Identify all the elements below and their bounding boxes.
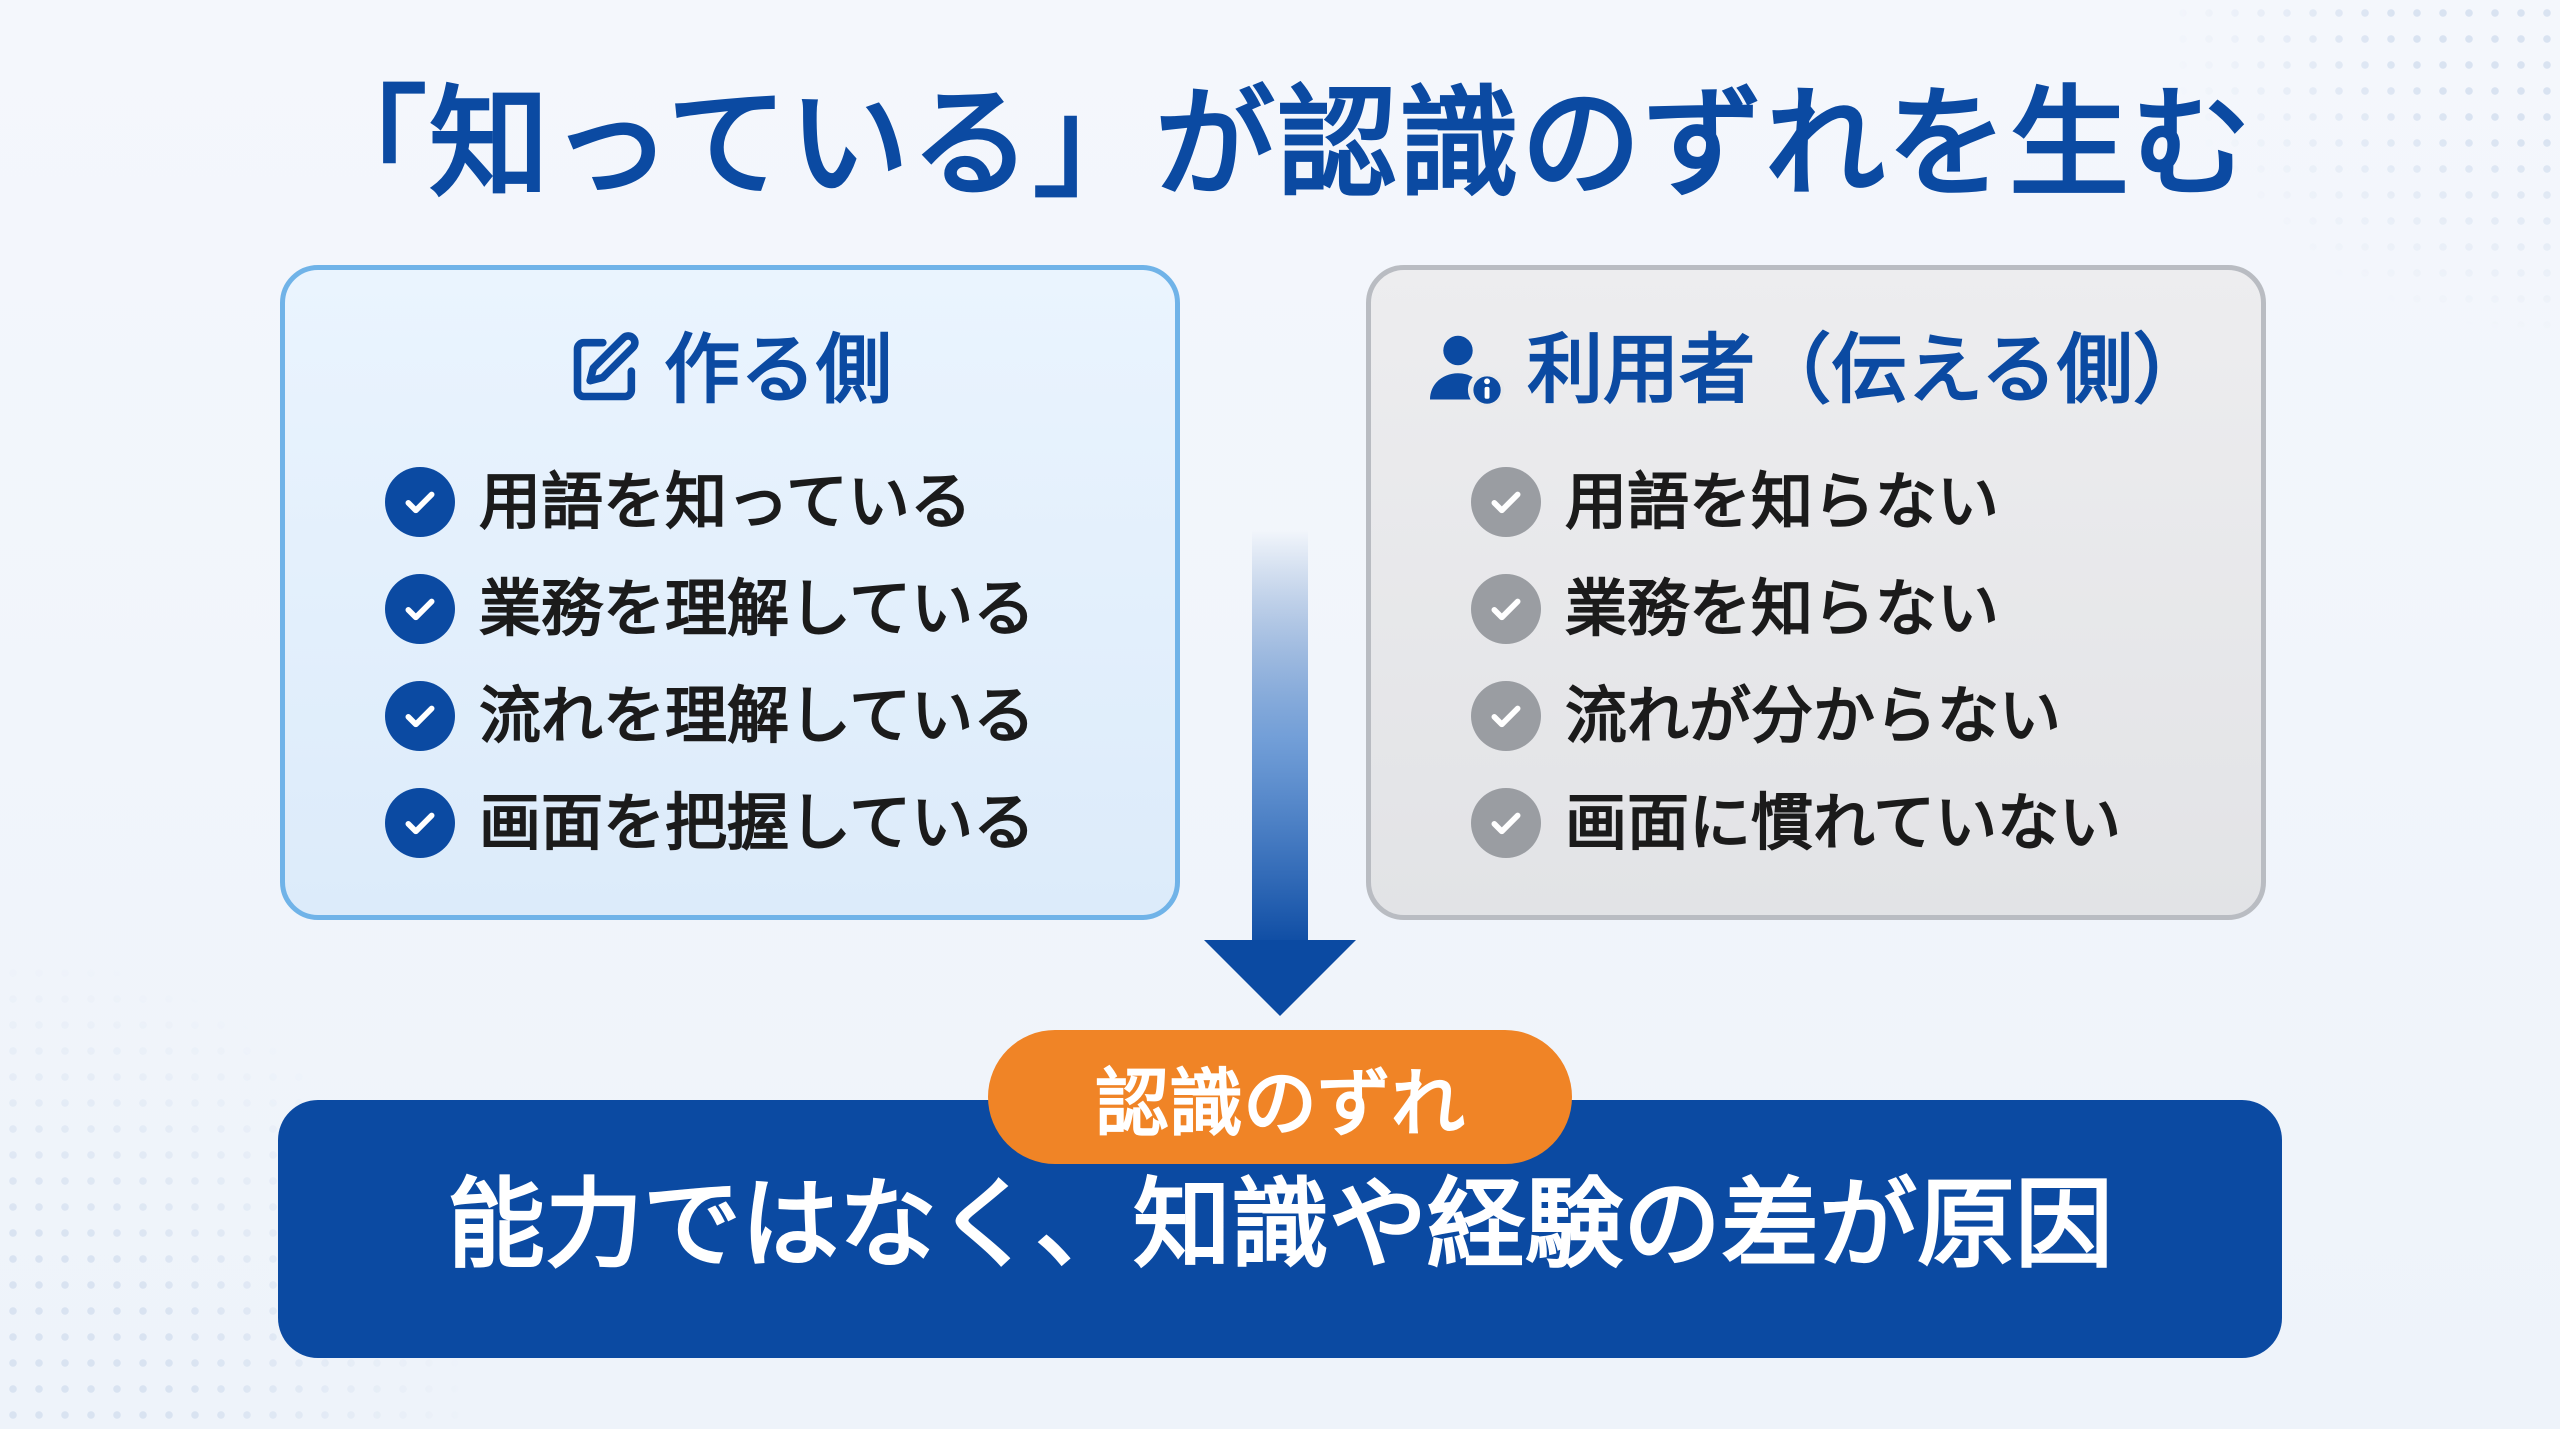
list-item-label: 業務を理解している: [479, 571, 1036, 645]
user-panel-title: 利用者（伝える側）: [1527, 325, 2209, 414]
user-info-icon: [1423, 326, 1507, 414]
user-item-list: 用語を知らない 業務を知らない 流れが分からない 画面に慣れていない: [1471, 448, 2121, 876]
list-item-label: 用語を知らない: [1565, 464, 2000, 538]
maker-panel-header: 作る側: [285, 320, 1175, 420]
check-icon: [1471, 466, 1541, 537]
list-item: 用語を知っている: [385, 448, 1035, 555]
list-item: 画面を把握している: [385, 769, 1035, 876]
maker-item-list: 用語を知っている 業務を理解している 流れを理解している 画面を把握している: [385, 448, 1035, 876]
list-item-label: 流れを理解している: [479, 678, 1036, 752]
check-icon: [385, 787, 455, 858]
check-icon: [1471, 573, 1541, 644]
list-item: 業務を理解している: [385, 555, 1035, 662]
list-item-label: 用語を知っている: [479, 464, 972, 538]
maker-panel: 作る側 用語を知っている 業務を理解している 流れを理解している 画面を把握して…: [280, 265, 1180, 920]
list-item-label: 画面に慣れていない: [1565, 785, 2122, 859]
edit-icon: [568, 330, 644, 410]
list-item: 業務を知らない: [1471, 555, 2121, 662]
check-icon: [385, 466, 455, 537]
user-panel-header: 利用者（伝える側）: [1371, 320, 2261, 420]
list-item-label: 業務を知らない: [1565, 571, 2000, 645]
list-item: 流れが分からない: [1471, 662, 2121, 769]
slide-title: 「知っている」が認識のずれを生む: [307, 75, 2253, 214]
check-icon: [1471, 680, 1541, 751]
list-item-label: 画面を把握している: [479, 785, 1036, 859]
list-item: 用語を知らない: [1471, 448, 2121, 555]
check-icon: [385, 680, 455, 751]
check-icon: [385, 573, 455, 644]
check-icon: [1471, 787, 1541, 858]
list-item: 流れを理解している: [385, 662, 1035, 769]
list-item-label: 流れが分からない: [1565, 678, 2062, 752]
down-arrow-icon: [1204, 530, 1356, 1016]
maker-panel-title: 作る側: [664, 325, 892, 414]
conclusion-text: 能力ではなく、知識や経験の差が原因: [446, 1168, 2113, 1282]
list-item: 画面に慣れていない: [1471, 769, 2121, 876]
user-panel: 利用者（伝える側） 用語を知らない 業務を知らない 流れが分からない 画面に慣れ…: [1366, 265, 2266, 920]
perception-gap-badge: 認識のずれ: [988, 1030, 1572, 1164]
